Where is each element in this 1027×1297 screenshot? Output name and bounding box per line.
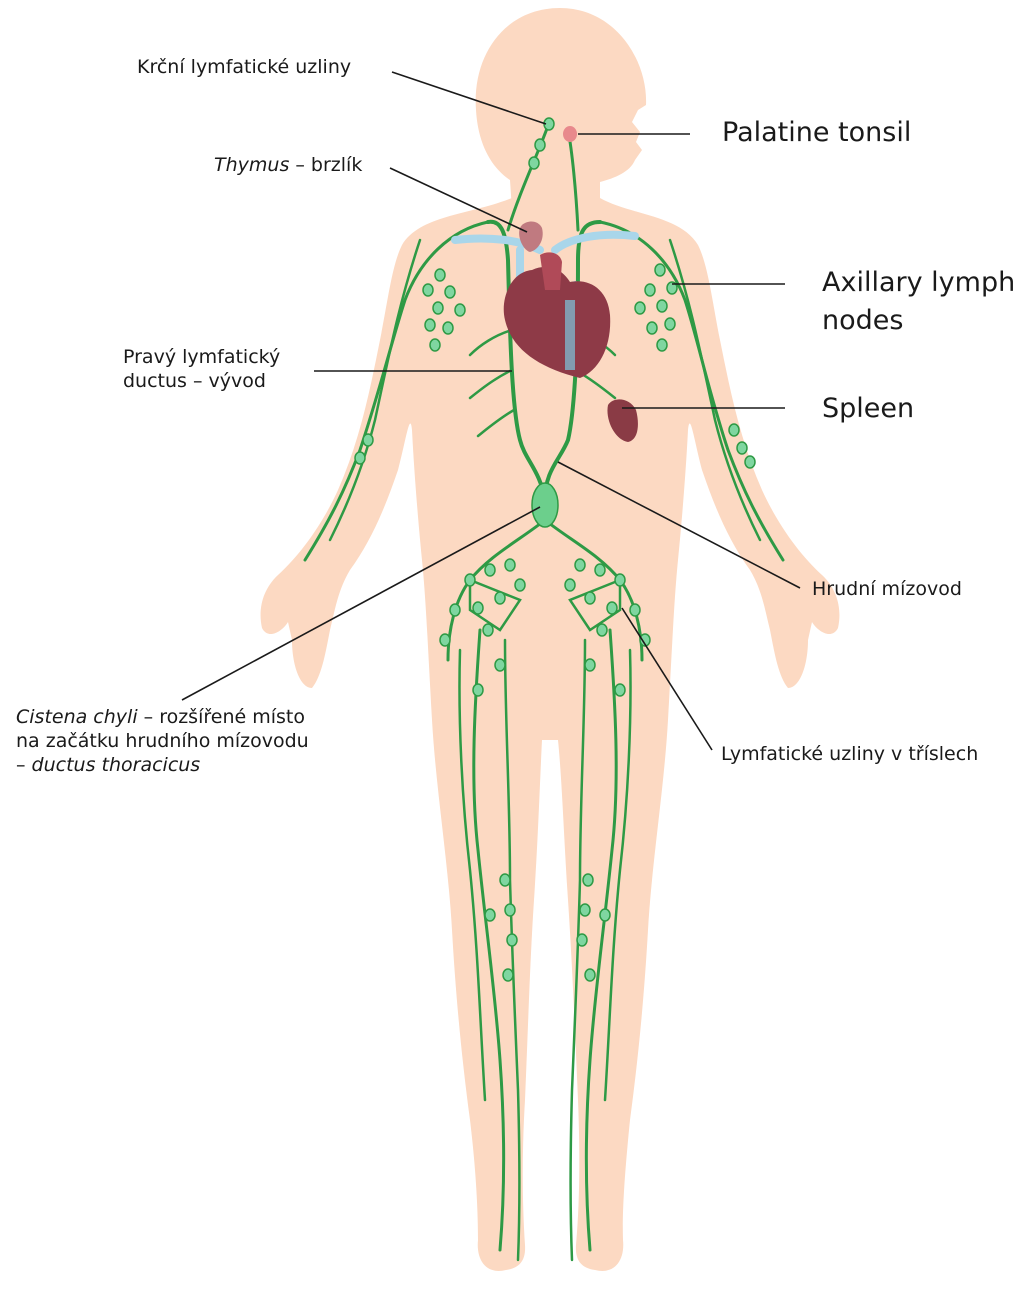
- label-cervical-nodes: Krční lymfatické uzliny: [137, 56, 351, 80]
- label-axillary-line2: nodes: [822, 304, 1015, 338]
- label-cisterna-line1: Cistena chyli – rozšířené místo: [16, 706, 309, 730]
- label-inguinal-nodes: Lymfatické uzliny v tříslech: [721, 743, 978, 767]
- label-right-duct-line1: Pravý lymfatický: [123, 346, 280, 370]
- tonsil-icon: [563, 126, 577, 142]
- label-cisterna-line3: – ductus thoracicus: [16, 754, 309, 778]
- label-thoracic-duct: Hrudní mízovod: [812, 578, 962, 602]
- label-cisterna-dash: –: [16, 754, 32, 776]
- label-right-duct-line2: ductus – vývod: [123, 370, 280, 394]
- label-axillary-nodes: Axillary lymph nodes: [822, 266, 1015, 338]
- label-thymus-latin: Thymus: [214, 154, 289, 176]
- label-thymus: Thymus – brzlík: [214, 154, 362, 178]
- label-axillary-line1: Axillary lymph: [822, 266, 1015, 300]
- label-cisterna-chyli: Cistena chyli – rozšířené místo na začát…: [16, 706, 309, 777]
- label-ductus-thoracicus: ductus thoracicus: [32, 754, 201, 776]
- label-palatine-tonsil: Palatine tonsil: [722, 116, 911, 150]
- label-thymus-czech: – brzlík: [289, 154, 362, 176]
- label-spleen: Spleen: [822, 392, 914, 426]
- body-silhouette: [261, 8, 840, 1271]
- label-cisterna-desc: – rozšířené místo: [138, 706, 305, 728]
- label-cisterna-latin: Cistena chyli: [16, 706, 138, 728]
- label-right-lymphatic-duct: Pravý lymfatický ductus – vývod: [123, 346, 280, 394]
- label-cisterna-line2: na začátku hrudního mízovodu: [16, 730, 309, 754]
